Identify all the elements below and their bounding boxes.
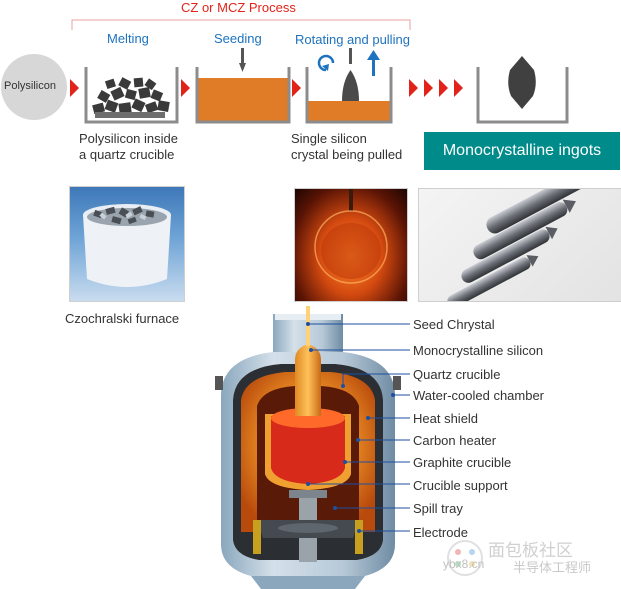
arrow-6 xyxy=(439,79,448,97)
arrow-1 xyxy=(70,79,79,97)
stage-pulling-label: Rotating and pulling xyxy=(295,32,410,47)
caption-pulling: Single silicon crystal being pulled xyxy=(291,131,402,163)
furnace-caption: Czochralski furnace xyxy=(65,311,180,326)
leader-lines xyxy=(306,322,410,533)
chamber-flange-right xyxy=(393,376,401,390)
label-carbon-heater: Carbon heater xyxy=(413,433,497,448)
watermark-title: 面包板社区 xyxy=(488,541,573,560)
crucible-seeding xyxy=(195,48,291,124)
label-seed-crystal: Seed Chrystal xyxy=(413,317,495,332)
label-crucible-support: Crucible support xyxy=(413,478,508,493)
silicon-melt xyxy=(271,408,345,428)
crucible-ingot xyxy=(476,56,569,124)
stage-melting-label: Melting xyxy=(107,31,149,46)
caption-melting: Polysilicon inside a quartz crucible xyxy=(79,131,178,163)
arrow-3 xyxy=(292,79,301,97)
label-water-cooled-chamber: Water-cooled chamber xyxy=(413,388,545,403)
furnace-diagram xyxy=(215,306,401,589)
process-strip xyxy=(1,19,569,124)
label-graphite-crucible: Graphite crucible xyxy=(413,455,512,470)
crucible-pulling xyxy=(305,48,393,124)
arrow-5 xyxy=(424,79,433,97)
chamber-flange-left xyxy=(215,376,223,390)
caption-melting-line1: Polysilicon inside xyxy=(79,131,178,146)
caption-melting-line2: a quartz crucible xyxy=(79,147,175,162)
watermark-subtitle: 半导体工程师 xyxy=(513,560,592,575)
process-bracket xyxy=(71,19,411,30)
result-box: Monocrystalline ingots xyxy=(424,132,620,170)
photo-ingots xyxy=(418,188,621,302)
monocrystalline-silicon xyxy=(295,344,321,416)
polysilicon-circle xyxy=(1,54,67,120)
crucible-melting xyxy=(84,67,179,124)
photo-crucible xyxy=(69,186,185,302)
label-monocrystalline-silicon: Monocrystalline silicon xyxy=(413,343,544,358)
watermark-site: ybx8.cn xyxy=(443,557,485,571)
label-heat-shield: Heat shield xyxy=(413,411,479,426)
electrode-right xyxy=(355,520,363,554)
label-spill-tray: Spill tray xyxy=(413,501,463,516)
photo-pulling xyxy=(294,188,408,302)
process-title: CZ or MCZ Process xyxy=(181,0,296,15)
label-quartz-crucible: Quartz crucible xyxy=(413,367,501,382)
caption-pulling-line2: crystal being pulled xyxy=(291,147,403,162)
arrow-4 xyxy=(409,79,418,97)
arrow-7 xyxy=(454,79,463,97)
arrow-2 xyxy=(181,79,190,97)
watermark-logo-icon xyxy=(447,540,483,576)
polysilicon-label: Polysilicon xyxy=(4,80,56,92)
label-electrode: Electrode xyxy=(413,525,468,540)
quartz-crucible xyxy=(271,416,345,484)
stage-seeding-label: Seeding xyxy=(214,31,262,46)
caption-pulling-line1: Single silicon xyxy=(291,131,367,146)
electrode-left xyxy=(253,520,261,554)
